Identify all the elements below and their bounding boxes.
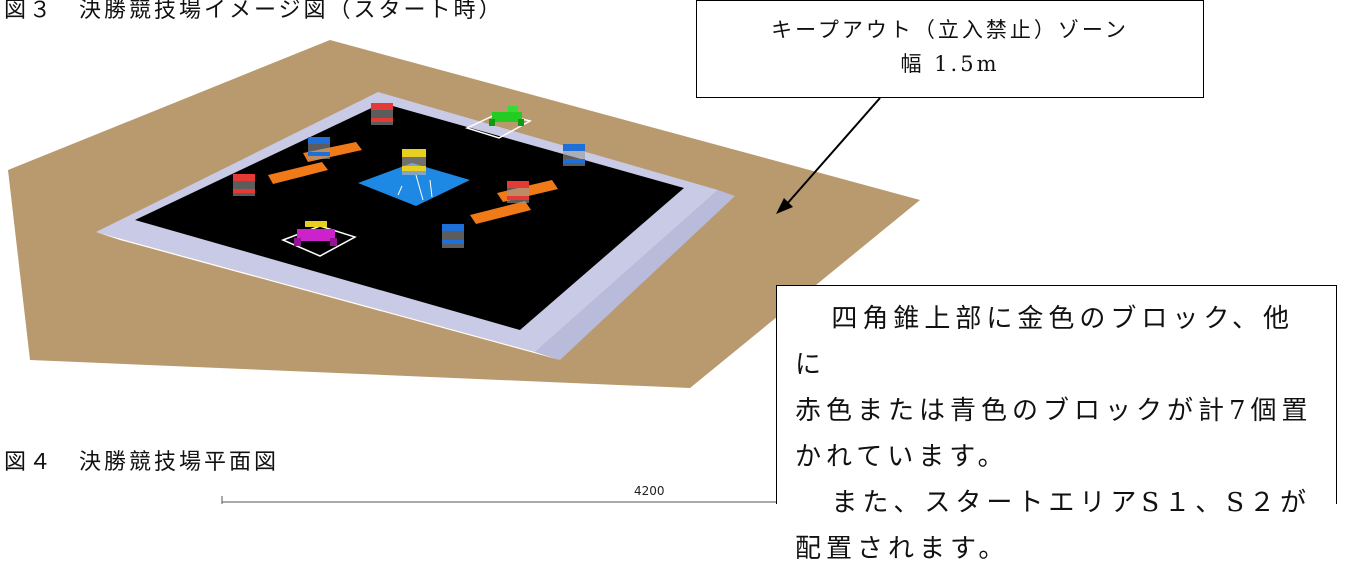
note-line-4: また、スタートエリアS１、S２が [831, 488, 1312, 518]
start-area-top [464, 112, 533, 139]
keepout-callout-line2: 幅 1.5m [900, 52, 1000, 76]
plan-dimension-label: 4200 [634, 484, 665, 498]
keepout-zone-callout: キープアウト（立入禁止）ゾーン 幅 1.5m [696, 0, 1204, 98]
field-base-bevel [96, 232, 560, 360]
note-line-5: 配置されます。 [795, 534, 1010, 564]
block-placement-note: 四角錐上部に金色のブロック、他に 赤色または青色のブロックが計7個置 かれていま… [776, 285, 1337, 564]
keepout-callout-line1: キープアウト（立入禁止）ゾーン [771, 18, 1129, 42]
robot-green [489, 106, 524, 126]
red-block-3 [507, 181, 529, 203]
orange-strip-4 [470, 201, 531, 224]
red-block-1 [371, 103, 393, 125]
note-line-2: 赤色または青色のブロックが計7個置 [795, 396, 1313, 426]
field-surface [135, 103, 684, 330]
field-side-bevel [535, 190, 735, 360]
competition-field-3d-view [8, 40, 1070, 504]
gold-block [402, 149, 426, 175]
figure-4-caption: 図４ 決勝競技場平面図 [4, 450, 280, 475]
note-line-1: 四角錐上部に金色のブロック、他に [795, 304, 1295, 380]
figure-3-caption: 図３ 決勝競技場イメージ図（スタート時） [4, 0, 504, 23]
note-line-3: かれています。 [795, 442, 1009, 472]
red-block-2 [233, 174, 255, 196]
robot-magenta [294, 221, 337, 246]
pyramid-mark [415, 174, 424, 201]
keepout-arrow-head [776, 198, 793, 214]
keepout-arrow-line [785, 97, 881, 206]
center-pyramid [358, 163, 470, 206]
orange-strip-2 [268, 162, 328, 184]
blue-block-1 [308, 137, 330, 159]
blue-block-3 [442, 224, 464, 248]
blue-block-2 [563, 144, 585, 166]
